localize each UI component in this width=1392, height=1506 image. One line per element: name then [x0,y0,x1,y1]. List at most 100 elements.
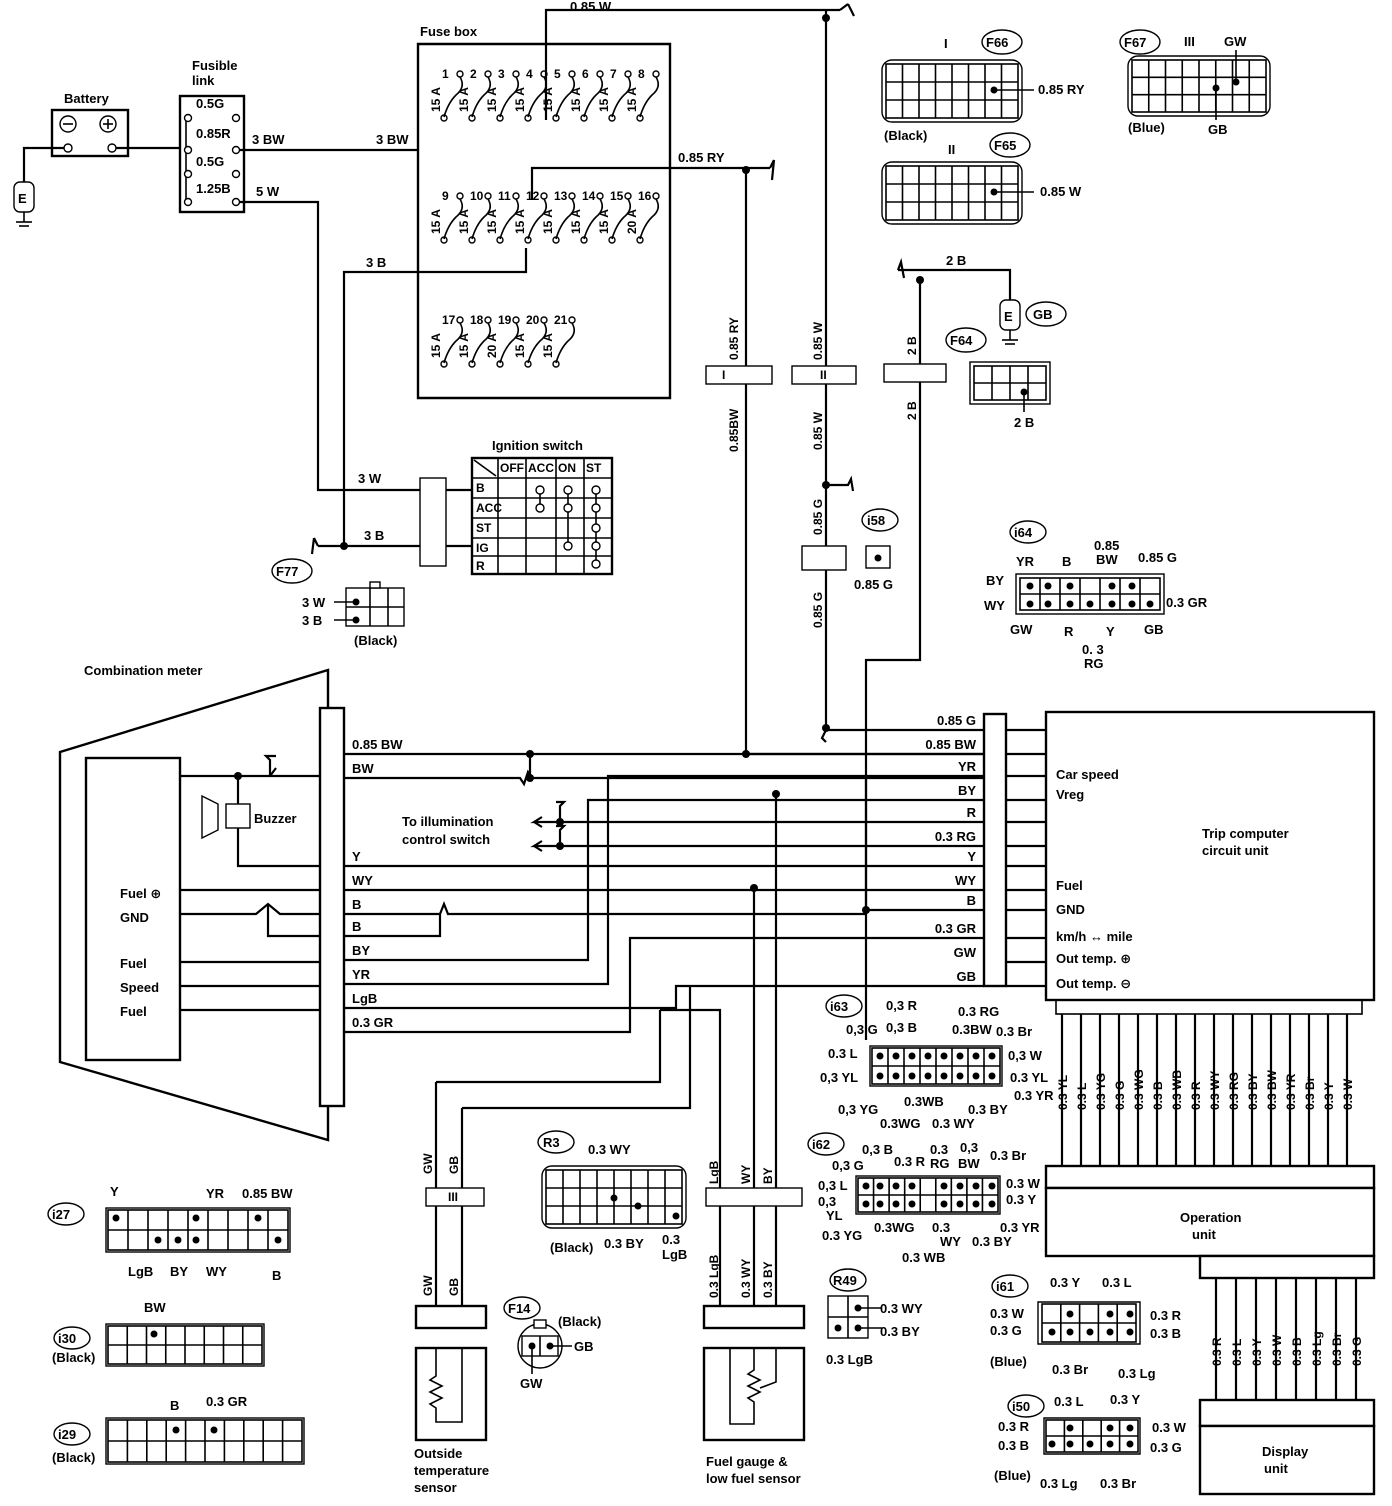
fusible-link-2: 0.85R [196,126,231,141]
connector-f66-id: F66 [986,35,1008,50]
connector-f64: F64 2 B [945,327,1051,430]
svg-text:R49: R49 [833,1273,857,1288]
svg-text:0,3 G: 0,3 G [832,1158,864,1173]
svg-text:GW: GW [421,1153,435,1174]
svg-text:YL: YL [826,1208,843,1223]
connector-f67-id: F67 [1124,35,1146,50]
svg-text:0.3 R: 0.3 R [894,1154,926,1169]
display-wire-label: 0.3 W [1270,1334,1284,1366]
svg-text:0,3 B: 0,3 B [886,1020,917,1035]
wire-label-3w: 3 W [358,471,382,486]
connector-f14: F14 (Black) GB GW [503,1296,601,1391]
svg-text:i61: i61 [996,1279,1014,1294]
fuse-rating: 15 A [569,87,583,112]
svg-text:0,3 R: 0,3 R [886,998,918,1013]
trip-wire-label: Y [967,849,976,864]
svg-text:0.3 L: 0.3 L [1054,1394,1084,1409]
display-wire-label: 0.3 L [1230,1339,1244,1366]
svg-text:BY: BY [986,573,1004,588]
connector-gb-id: GB [1033,307,1053,322]
svg-text:0.3 B: 0.3 B [998,1438,1029,1453]
fuse-number: 3 [498,67,505,81]
fuse-rating: 15 A [541,209,555,234]
svg-text:0.3 WY: 0.3 WY [588,1142,631,1157]
svg-text:0.85BW: 0.85BW [1094,538,1119,567]
ignition-row: ACC [476,501,502,515]
meter-wires [344,728,984,1190]
svg-text:Car speed: Car speed [1056,767,1119,782]
operation-wire-label: 0.3 Br [1303,1076,1317,1110]
fuse-number: 1 [442,67,449,81]
connector-f65: II F65 0.85 W [881,132,1082,225]
fuse-number: 9 [442,189,449,203]
fuse-number: 19 [498,313,512,327]
fuse-number: 15 [610,189,624,203]
operation-wire-label: 0.3 B [1151,1081,1165,1110]
connector-f77-color: (Black) [354,633,397,648]
svg-text:Y: Y [352,849,361,864]
fuse-rating: 15 A [457,209,471,234]
wire-label-085w-top: 0.85 W [570,0,612,14]
display-wire-label: 0.3 B [1290,1337,1304,1366]
svg-text:0.3 R: 0.3 R [998,1419,1030,1434]
wire-label-v-ry: 0.85 RY [727,317,741,360]
connector-f67-gw: GW [1224,34,1247,49]
svg-text:(Black): (Black) [558,1314,601,1329]
svg-text:B: B [352,897,361,912]
svg-text:0,3: 0,3 [960,1140,978,1155]
operation-wire-label: 0.3 W [1341,1078,1355,1110]
svg-text:0.3 WY: 0.3 WY [739,1259,753,1298]
svg-text:BY: BY [761,1167,775,1184]
svg-text:0.3 B: 0.3 B [1150,1326,1181,1341]
fuse-rating: 15 A [625,87,639,112]
svg-text:0,3 B: 0,3 B [862,1142,893,1157]
meter-terminal-gnd: GND [120,910,149,925]
buzzer: Buzzer [201,794,297,840]
svg-text:0. 3RG: 0. 3RG [1082,642,1104,671]
svg-text:i50: i50 [1012,1399,1030,1414]
svg-text:WY: WY [940,1234,961,1249]
svg-text:0.3 BY: 0.3 BY [972,1234,1012,1249]
svg-text:0,3 L: 0,3 L [818,1178,848,1193]
meter-terminal-fuel-plus: Fuel ⊕ [120,886,161,901]
svg-text:0.3 LgB: 0.3 LgB [707,1254,721,1298]
svg-text:E: E [1004,309,1013,324]
connector-r49: R49 0.3 WY 0.3 BY 0.3 LgB [826,1268,923,1367]
svg-text:GW: GW [421,1275,435,1296]
connector-i61: i61 0.3 Y 0.3 L 0.3 W 0.3 R 0.3 G 0.3 B … [990,1274,1182,1381]
operation-wire-label: 0.3 YR [1284,1073,1298,1110]
wire-label-5w: 5 W [256,184,280,199]
svg-text:BW: BW [144,1300,166,1315]
wire-label-3b: 3 B [366,255,386,270]
wire-label-v-g2: 0.85 G [811,592,825,628]
trip-wire-label: 0.85 G [937,713,976,728]
connector-i27: i27 Y YR 0.85 BW LgB BY WY B [47,1184,293,1283]
operation-wire-label: 0.3 YG [1094,1073,1108,1110]
svg-text:0.3 Br: 0.3 Br [996,1024,1032,1039]
fuse-rating: 15 A [457,87,471,112]
fuse-rating: 15 A [457,333,471,358]
fuel-gauge-sensor: LgB WY BY 0.3 LgB 0.3 WY 0.3 BY Fuel gau… [702,1160,806,1486]
trip-wire-label: BY [958,783,976,798]
svg-text:BY: BY [170,1264,188,1279]
svg-text:0.3 L: 0.3 L [1102,1275,1132,1290]
connector-i58-id: i58 [867,513,885,528]
svg-text:GB: GB [574,1339,594,1354]
fuse-rating: 15 A [513,209,527,234]
fuse-rating: 15 A [597,87,611,112]
svg-text:0.3WB: 0.3WB [904,1094,944,1109]
operation-wire-label: 0.3 BY [1246,1073,1260,1110]
operation-wire-label: 0.3 BW [1265,1069,1279,1110]
connector-f77: F77 3 W 3 B (Black) [271,558,405,648]
svg-text:GB: GB [447,1156,461,1174]
connector-f67: F67 III GW (Blue) GB [1119,29,1271,137]
wire-label-v-b2: 2 B [905,401,919,420]
svg-text:BW: BW [352,761,374,776]
operation-wire-label: 0.3 G [1113,1081,1127,1110]
svg-text:0.3 Lg: 0.3 Lg [1118,1366,1156,1381]
